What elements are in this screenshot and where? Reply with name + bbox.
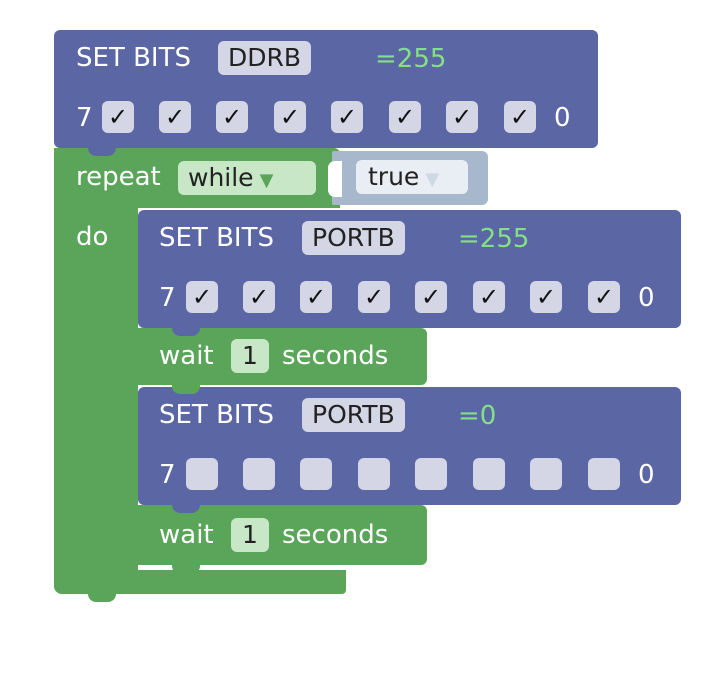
set-bits-ddrb-block[interactable]: SET BITS DDRB =255 7 ✓ ✓ ✓ ✓ ✓ ✓ ✓ ✓ 0 bbox=[54, 30, 598, 148]
repeat-label: repeat bbox=[76, 162, 161, 192]
boolean-value: true bbox=[368, 162, 420, 191]
connector-notch bbox=[172, 384, 200, 394]
bit-checkbox-2[interactable] bbox=[473, 458, 505, 490]
dropdown-arrow-icon: ▼ bbox=[425, 169, 440, 190]
dropdown-arrow-icon: ▼ bbox=[259, 170, 274, 191]
logic-boolean-block[interactable]: true▼ bbox=[332, 151, 488, 205]
bit-checkbox-0[interactable]: ✓ bbox=[504, 101, 536, 133]
bit-checkbox-0[interactable] bbox=[588, 458, 620, 490]
bit-checkbox-1[interactable] bbox=[530, 458, 562, 490]
loop-mode-dropdown[interactable]: while▼ bbox=[178, 161, 316, 195]
set-bits-portb-on-block[interactable]: SET BITS PORTB =255 7 ✓ ✓ ✓ ✓ ✓ ✓ ✓ ✓ 0 bbox=[138, 210, 681, 328]
wait-unit-label: seconds bbox=[282, 520, 389, 550]
set-bits-label: SET BITS bbox=[76, 43, 191, 73]
wait-label: wait bbox=[159, 520, 214, 550]
bit-checkbox-5[interactable] bbox=[300, 458, 332, 490]
connector-notch bbox=[172, 564, 200, 574]
wait-block[interactable]: wait 1 seconds bbox=[138, 328, 427, 385]
connector-notch bbox=[172, 326, 200, 336]
wait-label: wait bbox=[159, 341, 214, 371]
repeat-while-block[interactable]: repeat while▼ do bbox=[54, 148, 354, 602]
bit-checkbox-7[interactable] bbox=[186, 458, 218, 490]
loop-mode-value: while bbox=[188, 163, 254, 192]
bit-checkbox-6[interactable] bbox=[243, 458, 275, 490]
bit-low-label: 0 bbox=[638, 460, 655, 490]
input-socket bbox=[328, 161, 342, 197]
bit-low-label: 0 bbox=[554, 103, 571, 133]
wait-block[interactable]: wait 1 seconds bbox=[138, 505, 427, 565]
set-bits-label: SET BITS bbox=[159, 400, 274, 430]
wait-amount-field[interactable]: 1 bbox=[231, 518, 269, 552]
register-dropdown-ddrb[interactable]: DDRB bbox=[218, 41, 312, 75]
bit-checkbox-3[interactable]: ✓ bbox=[331, 101, 363, 133]
register-dropdown-portb[interactable]: PORTB bbox=[302, 221, 405, 255]
register-dropdown-portb[interactable]: PORTB bbox=[302, 398, 405, 432]
bit-checkbox-2[interactable]: ✓ bbox=[389, 101, 421, 133]
wait-unit-label: seconds bbox=[282, 341, 389, 371]
bit-checkbox-1[interactable]: ✓ bbox=[530, 281, 562, 313]
bit-checkbox-6[interactable]: ✓ bbox=[159, 101, 191, 133]
bit-checkbox-4[interactable] bbox=[358, 458, 390, 490]
connector-notch bbox=[172, 503, 200, 513]
bit-checkbox-4[interactable]: ✓ bbox=[274, 101, 306, 133]
boolean-dropdown[interactable]: true▼ bbox=[356, 160, 468, 194]
bit-checkbox-2[interactable]: ✓ bbox=[473, 281, 505, 313]
bit-high-label: 7 bbox=[76, 103, 93, 133]
bit-checkbox-4[interactable]: ✓ bbox=[358, 281, 390, 313]
set-bits-label: SET BITS bbox=[159, 223, 274, 253]
register-value: =255 bbox=[458, 224, 530, 254]
bit-checkbox-1[interactable]: ✓ bbox=[446, 101, 478, 133]
bit-checkbox-7[interactable]: ✓ bbox=[186, 281, 218, 313]
do-label: do bbox=[76, 222, 109, 252]
loop-bottom-bar bbox=[54, 570, 346, 594]
bit-checkbox-5[interactable]: ✓ bbox=[300, 281, 332, 313]
bit-checkbox-0[interactable]: ✓ bbox=[588, 281, 620, 313]
set-bits-portb-off-block[interactable]: SET BITS PORTB =0 7 0 bbox=[138, 387, 681, 505]
connector-notch bbox=[88, 146, 116, 156]
bit-checkbox-7[interactable]: ✓ bbox=[102, 101, 134, 133]
bit-low-label: 0 bbox=[638, 283, 655, 313]
bit-high-label: 7 bbox=[159, 460, 176, 490]
bit-high-label: 7 bbox=[159, 283, 176, 313]
loop-bottom-notch bbox=[88, 592, 116, 602]
register-value: =0 bbox=[458, 401, 497, 431]
bit-checkbox-3[interactable] bbox=[415, 458, 447, 490]
wait-amount-field[interactable]: 1 bbox=[231, 339, 269, 373]
loop-spine bbox=[54, 148, 138, 594]
bit-checkbox-5[interactable]: ✓ bbox=[216, 101, 248, 133]
bit-checkbox-3[interactable]: ✓ bbox=[415, 281, 447, 313]
register-value: =255 bbox=[375, 44, 447, 74]
bit-checkbox-6[interactable]: ✓ bbox=[243, 281, 275, 313]
